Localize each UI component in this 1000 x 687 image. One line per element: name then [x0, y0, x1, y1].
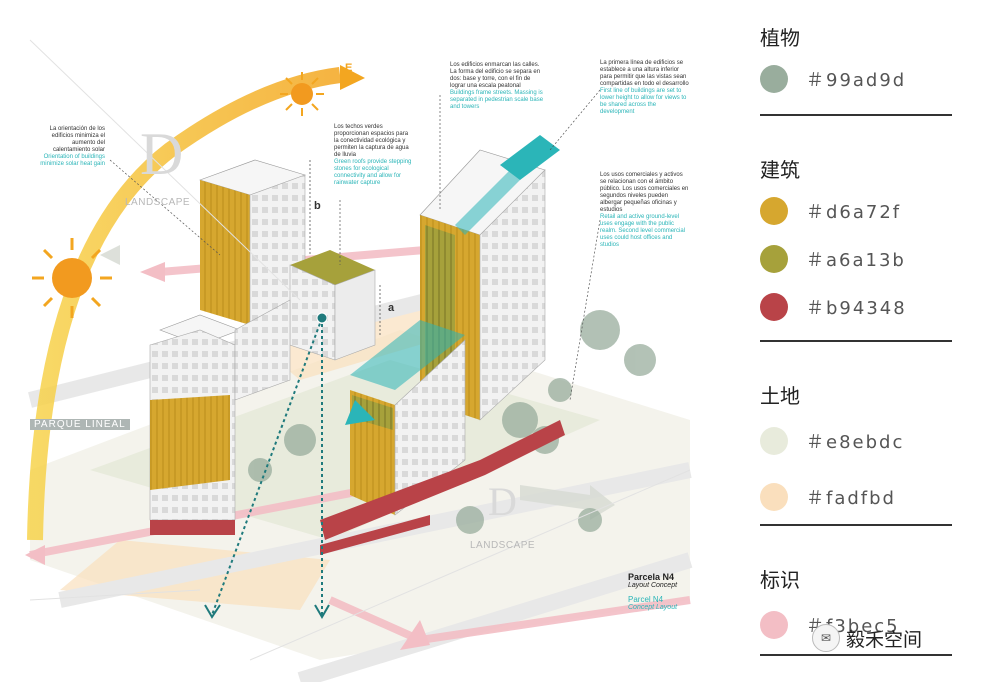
- building-east-podium: [320, 320, 565, 555]
- annotation-street-frame: Los edificios enmarcan las calles. La fo…: [450, 62, 545, 111]
- sun-icon: [32, 238, 112, 318]
- legend-swatch-row: ＃b94348: [760, 283, 955, 331]
- sun-direction-label: E: [345, 62, 353, 74]
- annotation-retail: Los usos comerciales y activos se relaci…: [600, 172, 690, 249]
- legend-swatch-row: ＃e8ebdc: [760, 417, 955, 465]
- wechat-icon: ✉: [812, 624, 840, 652]
- color-swatch: [760, 197, 788, 225]
- annotation-orientation: La orientación de los edificios minimiza…: [40, 126, 105, 168]
- brand-name: 毅禾空间: [846, 628, 923, 651]
- diagram-canvas: [25, 39, 693, 687]
- annotation-es: Los edificios enmarcan las calles. La fo…: [450, 62, 541, 89]
- view-arrow: [345, 400, 375, 425]
- sun-icon: [280, 72, 324, 116]
- title-line3: Parcel N4: [628, 595, 664, 604]
- legend-swatch-row: ＃a6a13b: [760, 235, 955, 283]
- dimension-b-label: b: [314, 200, 321, 212]
- annotation-en: First line of buildings are set to lower…: [600, 88, 687, 115]
- color-hex: ＃fadfbd: [806, 488, 896, 509]
- color-swatch: [760, 427, 788, 455]
- section-divider: [760, 524, 952, 526]
- annotation-en: Green roofs provide stepping stones for …: [334, 159, 412, 186]
- frame-lines: [29, 39, 691, 661]
- color-hex: ＃b94348: [806, 298, 907, 319]
- watermark-letter: D: [140, 121, 184, 187]
- annotation-en: Buildings frame streets. Massing is sepa…: [450, 90, 544, 110]
- legend-swatch-row: ＃d6a72f: [760, 187, 955, 235]
- trees: [248, 310, 656, 534]
- color-hex: ＃e8ebdc: [806, 432, 905, 453]
- diagram-title: Parcela N4 Layout Concept Parcel N4 Conc…: [628, 572, 677, 611]
- annotation-es: La primera línea de edificios se estable…: [600, 60, 689, 87]
- annotation-green-roofs: Los techos verdes proporcionan espacios …: [334, 124, 414, 187]
- section-divider: [760, 114, 952, 116]
- legend-section-title: 建筑: [760, 158, 800, 182]
- legend-section-title: 植物: [760, 26, 800, 50]
- sight-arrowhead: [204, 604, 221, 619]
- color-swatch: [760, 293, 788, 321]
- legend-swatch-row: ＃99ad9d: [760, 55, 955, 103]
- title-line4: Concept Layout: [628, 604, 678, 611]
- sight-lines: [211, 317, 323, 616]
- pink-arrowhead: [140, 262, 165, 282]
- sun-arrowhead: [340, 65, 365, 90]
- watermark-text: LANDSCAPE: [125, 197, 191, 208]
- building-green-roof-block: [234, 250, 376, 401]
- color-swatch: [760, 611, 788, 639]
- legend-section-plants: 植物 ＃99ad9d: [760, 22, 955, 103]
- legend-section-title: 土地: [760, 384, 800, 408]
- color-hex: ＃a6a13b: [806, 250, 906, 271]
- color-hex: ＃d6a72f: [806, 202, 902, 223]
- street-label: PARQUE LINEAL: [30, 419, 130, 430]
- annotation-es: La orientación de los edificios minimiza…: [49, 126, 105, 153]
- section-divider: [760, 340, 952, 342]
- legend-section-title: 标识: [760, 568, 800, 592]
- dimension-lines: [309, 160, 381, 335]
- title-line1: Parcela N4: [628, 572, 675, 582]
- title-line2: Layout Concept: [628, 582, 678, 589]
- view-arrow: [500, 135, 560, 180]
- legend-swatch-row: ＃fadfbd: [760, 473, 955, 521]
- annotation-en: Orientation of buildings minimize solar …: [40, 154, 105, 167]
- color-swatch: [760, 245, 788, 273]
- annotation-en: Retail and active ground-level uses enga…: [600, 214, 686, 248]
- watermark-text: LANDSCAPE: [470, 540, 536, 551]
- pink-arrowhead: [25, 545, 45, 565]
- watermark-letter: D: [488, 479, 517, 524]
- brand-watermark: ✉ 毅禾空间: [812, 624, 922, 652]
- annotation-leaders: [109, 89, 601, 401]
- axonometric-diagram: E b a PARQUE LINEAL D LANDSCAPE D LANDSC…: [25, 39, 693, 687]
- annotation-es: Los techos verdes proporcionan espacios …: [334, 124, 409, 158]
- annotation-es: Los usos comerciales y activos se relaci…: [600, 172, 689, 213]
- sun-path-arc: [27, 67, 342, 541]
- pink-arrowhead: [400, 620, 430, 650]
- color-swatch: [760, 483, 788, 511]
- dimension-a-label: a: [388, 302, 395, 314]
- annotation-first-line: La primera línea de edificios se estable…: [600, 60, 690, 116]
- color-swatch: [760, 65, 788, 93]
- section-divider: [760, 654, 952, 656]
- viewpoint-marker: [316, 312, 328, 324]
- color-legend: 植物 ＃99ad9d 建筑 ＃d6a72f ＃a6a13b ＃b94348 土地…: [700, 0, 1000, 682]
- sight-arrowhead: [314, 604, 330, 619]
- legend-section-buildings: 建筑 ＃d6a72f ＃a6a13b ＃b94348: [760, 154, 955, 331]
- legend-section-land: 土地 ＃e8ebdc ＃fadfbd: [760, 380, 955, 521]
- building-west-podium: [149, 314, 241, 535]
- color-hex: ＃99ad9d: [806, 70, 907, 91]
